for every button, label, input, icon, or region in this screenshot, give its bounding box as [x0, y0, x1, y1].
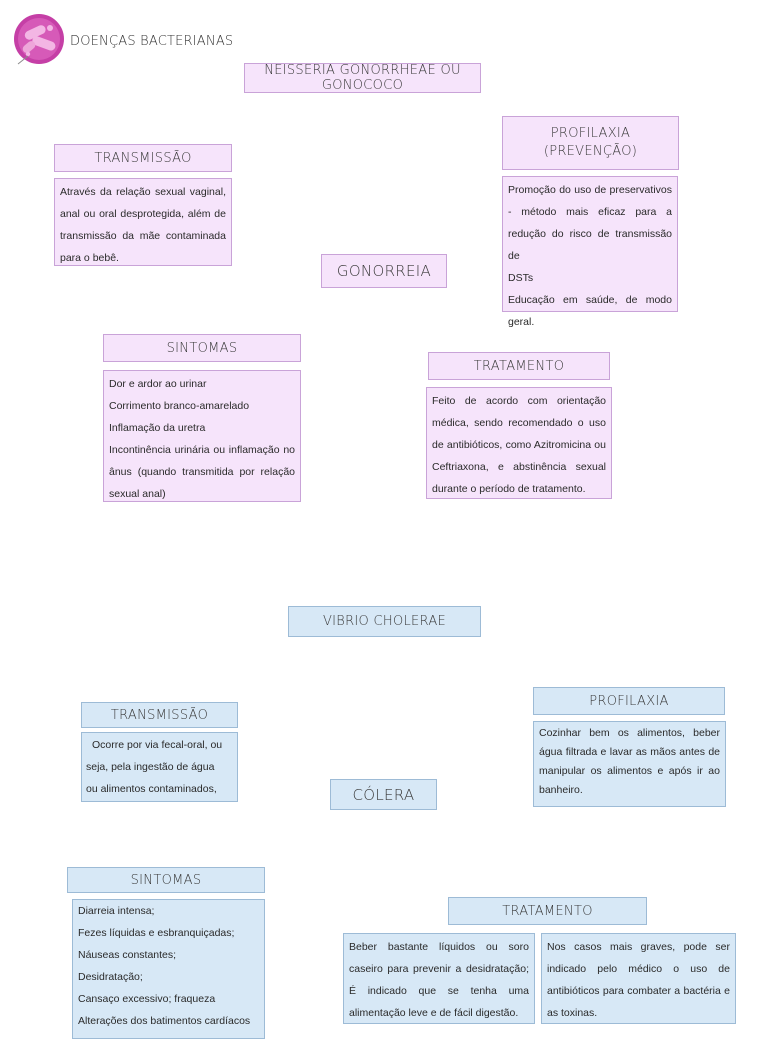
text-line: geral.: [508, 316, 535, 328]
text-line: Incontinência urinária ou inflamação no: [109, 444, 295, 456]
text-line: - método mais eficaz para a: [508, 206, 672, 218]
text-line: indicado pelo médico o uso de: [547, 963, 730, 975]
text-line: Educação em saúde, de modo: [508, 294, 672, 306]
page-title: DOENÇAS BACTERIANAS: [70, 34, 234, 49]
text-line: médica, sendo recomendado o uso: [432, 417, 606, 429]
text-line: Cozinhar bem os alimentos, beber: [539, 727, 720, 739]
text-line: alimentação leve e de fácil digestão.: [349, 1007, 519, 1019]
text-line: Alterações dos batimentos cardíacos: [78, 1015, 251, 1027]
colera-tratamento-title: TRATAMENTO: [448, 897, 647, 925]
text-line: as toxinas.: [547, 1007, 598, 1019]
text-line: Promoção do uso de preservativos: [508, 184, 672, 196]
text-line: Inflamação da uretra: [109, 422, 206, 434]
colera-disease-title: CÓLERA: [330, 779, 437, 810]
text-line: Cansaço excessivo; fraqueza: [78, 993, 216, 1005]
text-line: durante o período de tratamento.: [432, 483, 586, 495]
text-line: Ceftriaxona, e abstinência sexual: [432, 461, 606, 473]
text-line: Feito de acordo com orientação: [432, 395, 606, 407]
gonorreia-profilaxia-title: PROFILAXIA (PREVENÇÃO): [502, 116, 679, 170]
gonorreia-profilaxia-text: Promoção do uso de preservativos - métod…: [502, 176, 678, 328]
text-line: Fezes líquidas e esbranquiçadas;: [78, 927, 235, 939]
text-line: seja, pela ingestão de água: [86, 761, 215, 773]
text-line: DSTs: [508, 272, 534, 284]
text-line: Dor e ardor ao urinar: [109, 378, 207, 390]
text-line: Corrimento branco-amarelado: [109, 400, 250, 412]
text-line: manipular os alimentos e após ir ao: [539, 765, 720, 777]
gonorreia-sintomas-text: Dor e ardor ao urinar Corrimento branco-…: [103, 370, 301, 502]
text-line: É indicado que se tenha uma: [349, 985, 529, 997]
gonorreia-transmissao-title: TRANSMISSÃO: [54, 144, 232, 172]
gonorreia-agent-title: NEISSERIA GONORRHEAE OU GONOCOCO: [244, 63, 481, 93]
colera-profilaxia-text: Cozinhar bem os alimentos, beber água fi…: [533, 721, 726, 807]
text-line: Beber bastante líquidos ou soro: [349, 941, 529, 953]
text-line: antibióticos para combater a bactéria e: [547, 985, 730, 997]
text-line: sexual anal): [109, 488, 166, 500]
colera-transmissao-text: Ocorre por via fecal-oral, ou seja, pela…: [81, 732, 238, 802]
text-line: para o bebê.: [60, 252, 119, 264]
bacteria-logo-icon: [12, 12, 66, 66]
colera-tratamento-right-text: Nos casos mais graves, pode ser indicado…: [541, 933, 736, 1024]
text-line: caseiro para prevenir a desidratação;: [349, 963, 529, 975]
text-line: anal ou oral desprotegida, além de: [60, 208, 226, 220]
text-line: transmissão da mãe contaminada: [60, 230, 226, 242]
text-line: ânus (quando transmitida por relação: [109, 466, 295, 478]
profilaxia-title-line1: PROFILAXIA: [550, 126, 631, 141]
colera-sintomas-title: SINTOMAS: [67, 867, 265, 893]
gonorreia-sintomas-title: SINTOMAS: [103, 334, 301, 362]
colera-transmissao-title: TRANSMISSÃO: [81, 702, 238, 728]
colera-agent-title: VIBRIO CHOLERAE: [288, 606, 481, 637]
gonorreia-tratamento-title: TRATAMENTO: [428, 352, 610, 380]
gonorreia-tratamento-text: Feito de acordo com orientação médica, s…: [426, 387, 612, 499]
colera-sintomas-text: Diarreia intensa; Fezes líquidas e esbra…: [72, 899, 265, 1039]
colera-tratamento-left-text: Beber bastante líquidos ou soro caseiro …: [343, 933, 535, 1024]
text-line: banheiro.: [539, 784, 583, 796]
text-line: redução do risco de transmissão de: [508, 228, 672, 262]
text-line: Desidratação;: [78, 971, 143, 983]
text-line: Ocorre por via fecal-oral, ou: [92, 739, 223, 751]
text-line: Nos casos mais graves, pode ser: [547, 941, 730, 953]
text-line: água filtrada e lavar as mãos antes de: [539, 746, 720, 758]
text-line: Através da relação sexual vaginal,: [60, 186, 226, 198]
gonorreia-disease-title: GONORREIA: [321, 254, 447, 288]
text-line: ou alimentos contaminados,: [86, 783, 217, 795]
gonorreia-transmissao-text: Através da relação sexual vaginal, anal …: [54, 178, 232, 266]
colera-profilaxia-title: PROFILAXIA: [533, 687, 725, 715]
profilaxia-title-line2: (PREVENÇÃO): [543, 144, 638, 159]
text-line: de antibióticos, como Azitromicina ou: [432, 439, 606, 451]
text-line: Diarreia intensa;: [78, 905, 155, 917]
text-line: Náuseas constantes;: [78, 949, 177, 961]
